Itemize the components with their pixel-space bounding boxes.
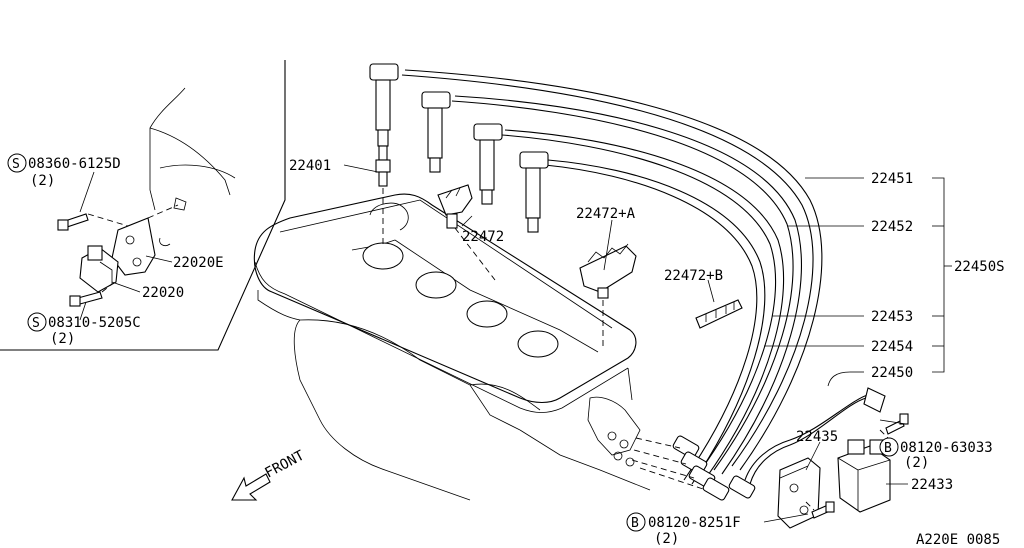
wire-separator-22472b bbox=[695, 299, 743, 329]
label-22450s: 22450S bbox=[954, 259, 1005, 275]
distributor-boots bbox=[631, 435, 756, 501]
fastener-s2-qty: (2) bbox=[50, 331, 75, 347]
front-arrow-icon bbox=[231, 473, 271, 501]
ignition-wire-22454 bbox=[544, 159, 766, 485]
fastener-b1-code: 08120-63033 bbox=[900, 440, 993, 456]
label-22454: 22454 bbox=[871, 339, 913, 355]
distributor-cap bbox=[587, 396, 641, 467]
label-22020: 22020 bbox=[142, 285, 184, 301]
inset-bolt-lower bbox=[69, 291, 103, 307]
plug-boot-3 bbox=[473, 123, 503, 205]
fastener-s1-code: 08360-6125D bbox=[28, 156, 121, 172]
label-22451: 22451 bbox=[871, 171, 913, 187]
front-label: FRONT bbox=[262, 447, 307, 481]
label-22452: 22452 bbox=[871, 219, 913, 235]
ignition-wire-22452 bbox=[451, 95, 802, 475]
fastener-b1-qty: (2) bbox=[904, 455, 929, 471]
plug-boot-1 bbox=[369, 63, 399, 147]
fastener-b2: B 08120-8251F (2) bbox=[626, 512, 741, 547]
leader-lines bbox=[343, 164, 908, 523]
label-22472: 22472 bbox=[462, 229, 504, 245]
fastener-s1-qty: (2) bbox=[30, 173, 55, 189]
ignition-wire-22453 bbox=[501, 129, 785, 479]
crank-sensor-bracket bbox=[79, 217, 156, 293]
fastener-s2-code: 08310-5205C bbox=[48, 315, 141, 331]
label-22472a: 22472+A bbox=[576, 206, 636, 222]
inset-bolt-upper bbox=[57, 213, 89, 231]
coil-wire-22450 bbox=[744, 387, 886, 485]
label-22472b: 22472+B bbox=[664, 268, 723, 284]
fastener-b2-qty: (2) bbox=[654, 531, 679, 547]
fastener-b2-mark: B bbox=[631, 516, 639, 531]
fastener-b1-mark: B bbox=[884, 441, 892, 456]
label-22020e: 22020E bbox=[173, 255, 224, 271]
wire-clamp-22472 bbox=[437, 184, 496, 281]
fastener-s1-mark: S bbox=[12, 157, 20, 172]
ignition-wire-22451 bbox=[401, 69, 823, 471]
fastener-s2: S 08310-5205C (2) bbox=[27, 312, 141, 347]
label-22401: 22401 bbox=[289, 158, 331, 174]
spark-plug-22401 bbox=[375, 145, 391, 248]
wire-clamp-22472a bbox=[579, 243, 637, 346]
fastener-s1: S 08360-6125D (2) bbox=[7, 153, 121, 189]
cylinder-head bbox=[253, 193, 651, 501]
fastener-b2-code: 08120-8251F bbox=[648, 515, 741, 531]
plug-boot-4 bbox=[519, 151, 549, 233]
label-22433: 22433 bbox=[911, 477, 953, 493]
group-bracket-22450s bbox=[932, 177, 952, 373]
label-22453: 22453 bbox=[871, 309, 913, 325]
fastener-s2-mark: S bbox=[32, 316, 40, 331]
fastener-b1: B 08120-63033 (2) bbox=[879, 437, 993, 471]
inset-panel bbox=[0, 60, 286, 351]
label-22450: 22450 bbox=[871, 365, 913, 381]
label-22435: 22435 bbox=[796, 429, 838, 445]
plug-boot-2 bbox=[421, 91, 451, 173]
diagram-code: A220E 0085 bbox=[916, 532, 1000, 548]
